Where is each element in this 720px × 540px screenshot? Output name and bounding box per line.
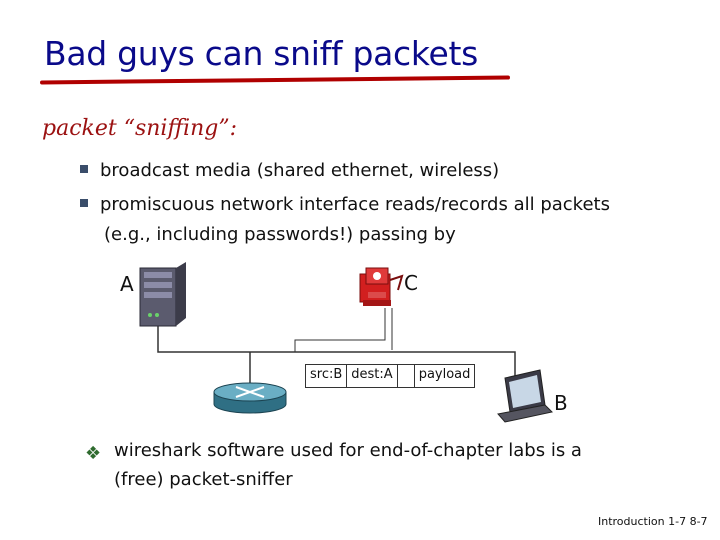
- bottom-bullet-line-1: wireshark software used for end-of-chapt…: [114, 440, 582, 461]
- slide-subtitle: packet “sniffing”:: [42, 116, 237, 141]
- packet-dest: dest:A: [347, 365, 398, 387]
- packet-src: src:B: [306, 365, 348, 387]
- bullet-1: broadcast media (shared ethernet, wirele…: [80, 160, 499, 181]
- packet-payload: payload: [418, 367, 471, 382]
- footer-section: Introduction: [598, 515, 665, 528]
- slide-title: Bad guys can sniff packets: [44, 34, 479, 73]
- bullet-2-text: promiscuous network interface reads/reco…: [100, 194, 610, 215]
- bullet-2: promiscuous network interface reads/reco…: [80, 194, 610, 215]
- diamond-bullet-icon: ❖: [85, 443, 102, 464]
- footer: Introduction 1-7 8-7: [598, 515, 708, 528]
- square-bullet-icon: [80, 165, 88, 173]
- square-bullet-icon: [80, 199, 88, 207]
- host-a-label: A: [120, 272, 134, 296]
- server-icon: [139, 262, 186, 327]
- bullet-2-continued: (e.g., including passwords!) passing by: [104, 224, 456, 245]
- sniffer-icon: [359, 267, 404, 306]
- footer-page: 1-7: [668, 515, 687, 528]
- host-b-label: B: [554, 391, 568, 415]
- bottom-bullet-line-2: (free) packet-sniffer: [114, 469, 293, 490]
- footer-page-2: 8-7: [689, 515, 708, 528]
- router-icon: [213, 382, 287, 414]
- host-c-label: C: [404, 271, 418, 295]
- bullet-1-text: broadcast media (shared ethernet, wirele…: [100, 160, 500, 181]
- packet-header: src:B dest:A payload: [305, 364, 476, 388]
- packet-gap: [398, 365, 415, 387]
- laptop-icon: [497, 369, 554, 423]
